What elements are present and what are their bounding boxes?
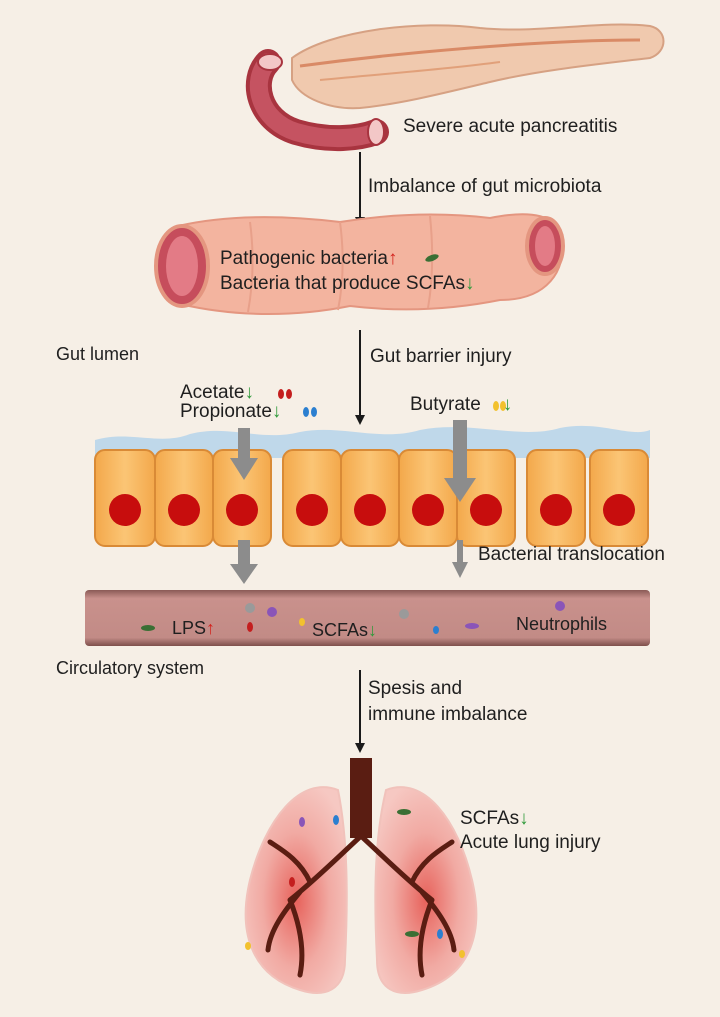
down-arrow-icon: ↓ xyxy=(519,808,529,829)
pathogenic-label: Pathogenic bacteria xyxy=(220,248,388,269)
scfas-blood-label: SCFAs xyxy=(312,620,369,640)
propionate-label: Propionate xyxy=(180,401,272,422)
node-acetate: Acetate↓ xyxy=(180,382,254,404)
node-propionate: Propionate↓ xyxy=(180,401,281,423)
lungs-illustration xyxy=(244,758,478,994)
node-pancreatitis: Severe acute pancreatitis xyxy=(403,116,618,137)
intestine-illustration xyxy=(154,213,565,315)
scfas-lung-label: SCFAs xyxy=(460,808,520,829)
edge-label-microbiota: Imbalance of gut microbiota xyxy=(368,176,602,197)
scfa-bacteria-label: Bacteria that produce SCFAs xyxy=(220,273,466,294)
blood-vessel xyxy=(85,590,650,646)
down-arrow-icon: ↓ xyxy=(271,401,282,422)
scfa-flux-arrows xyxy=(230,420,476,584)
down-arrow-icon: ↓ xyxy=(244,382,254,403)
up-arrow-icon: ↑ xyxy=(387,248,398,269)
node-gut-lumen: Gut lumen xyxy=(56,344,140,364)
node-scfas-blood: SCFAs↓ xyxy=(312,620,377,641)
vessel-particles xyxy=(141,601,565,634)
edge-label-sepsis-line1: Spesis and xyxy=(368,678,463,699)
node-scfas-lung: SCFAs↓ xyxy=(460,808,529,830)
node-bacterial-translocation: Bacterial translocation xyxy=(478,544,665,565)
node-neutrophils: Neutrophils xyxy=(516,614,608,634)
down-arrow-icon: ↓ xyxy=(502,394,513,415)
node-acute-lung-injury: Acute lung injury xyxy=(460,832,601,853)
edge-label-sepsis-line2: immune imbalance xyxy=(368,704,528,725)
down-arrow-icon: ↓ xyxy=(465,273,475,294)
up-arrow-icon: ↑ xyxy=(206,618,216,638)
node-lps: LPS↑ xyxy=(172,618,215,639)
cell-nuclei xyxy=(109,494,635,526)
lps-label: LPS xyxy=(172,618,207,638)
scfa-molecule-marks xyxy=(278,389,506,417)
node-butyrate: Butyrate ↓ xyxy=(410,394,512,416)
butyrate-label: Butyrate xyxy=(410,394,481,415)
down-arrow-icon: ↓ xyxy=(368,620,378,640)
acetate-label: Acetate xyxy=(180,382,245,403)
edge-label-barrier: Gut barrier injury xyxy=(370,346,512,367)
node-pathogenic-bacteria: Pathogenic bacteria↑ xyxy=(220,248,397,270)
node-circulatory-system: Circulatory system xyxy=(56,658,205,678)
node-scfa-bacteria: Bacteria that produce SCFAs↓ xyxy=(220,273,475,295)
pancreas-illustration xyxy=(245,23,665,152)
